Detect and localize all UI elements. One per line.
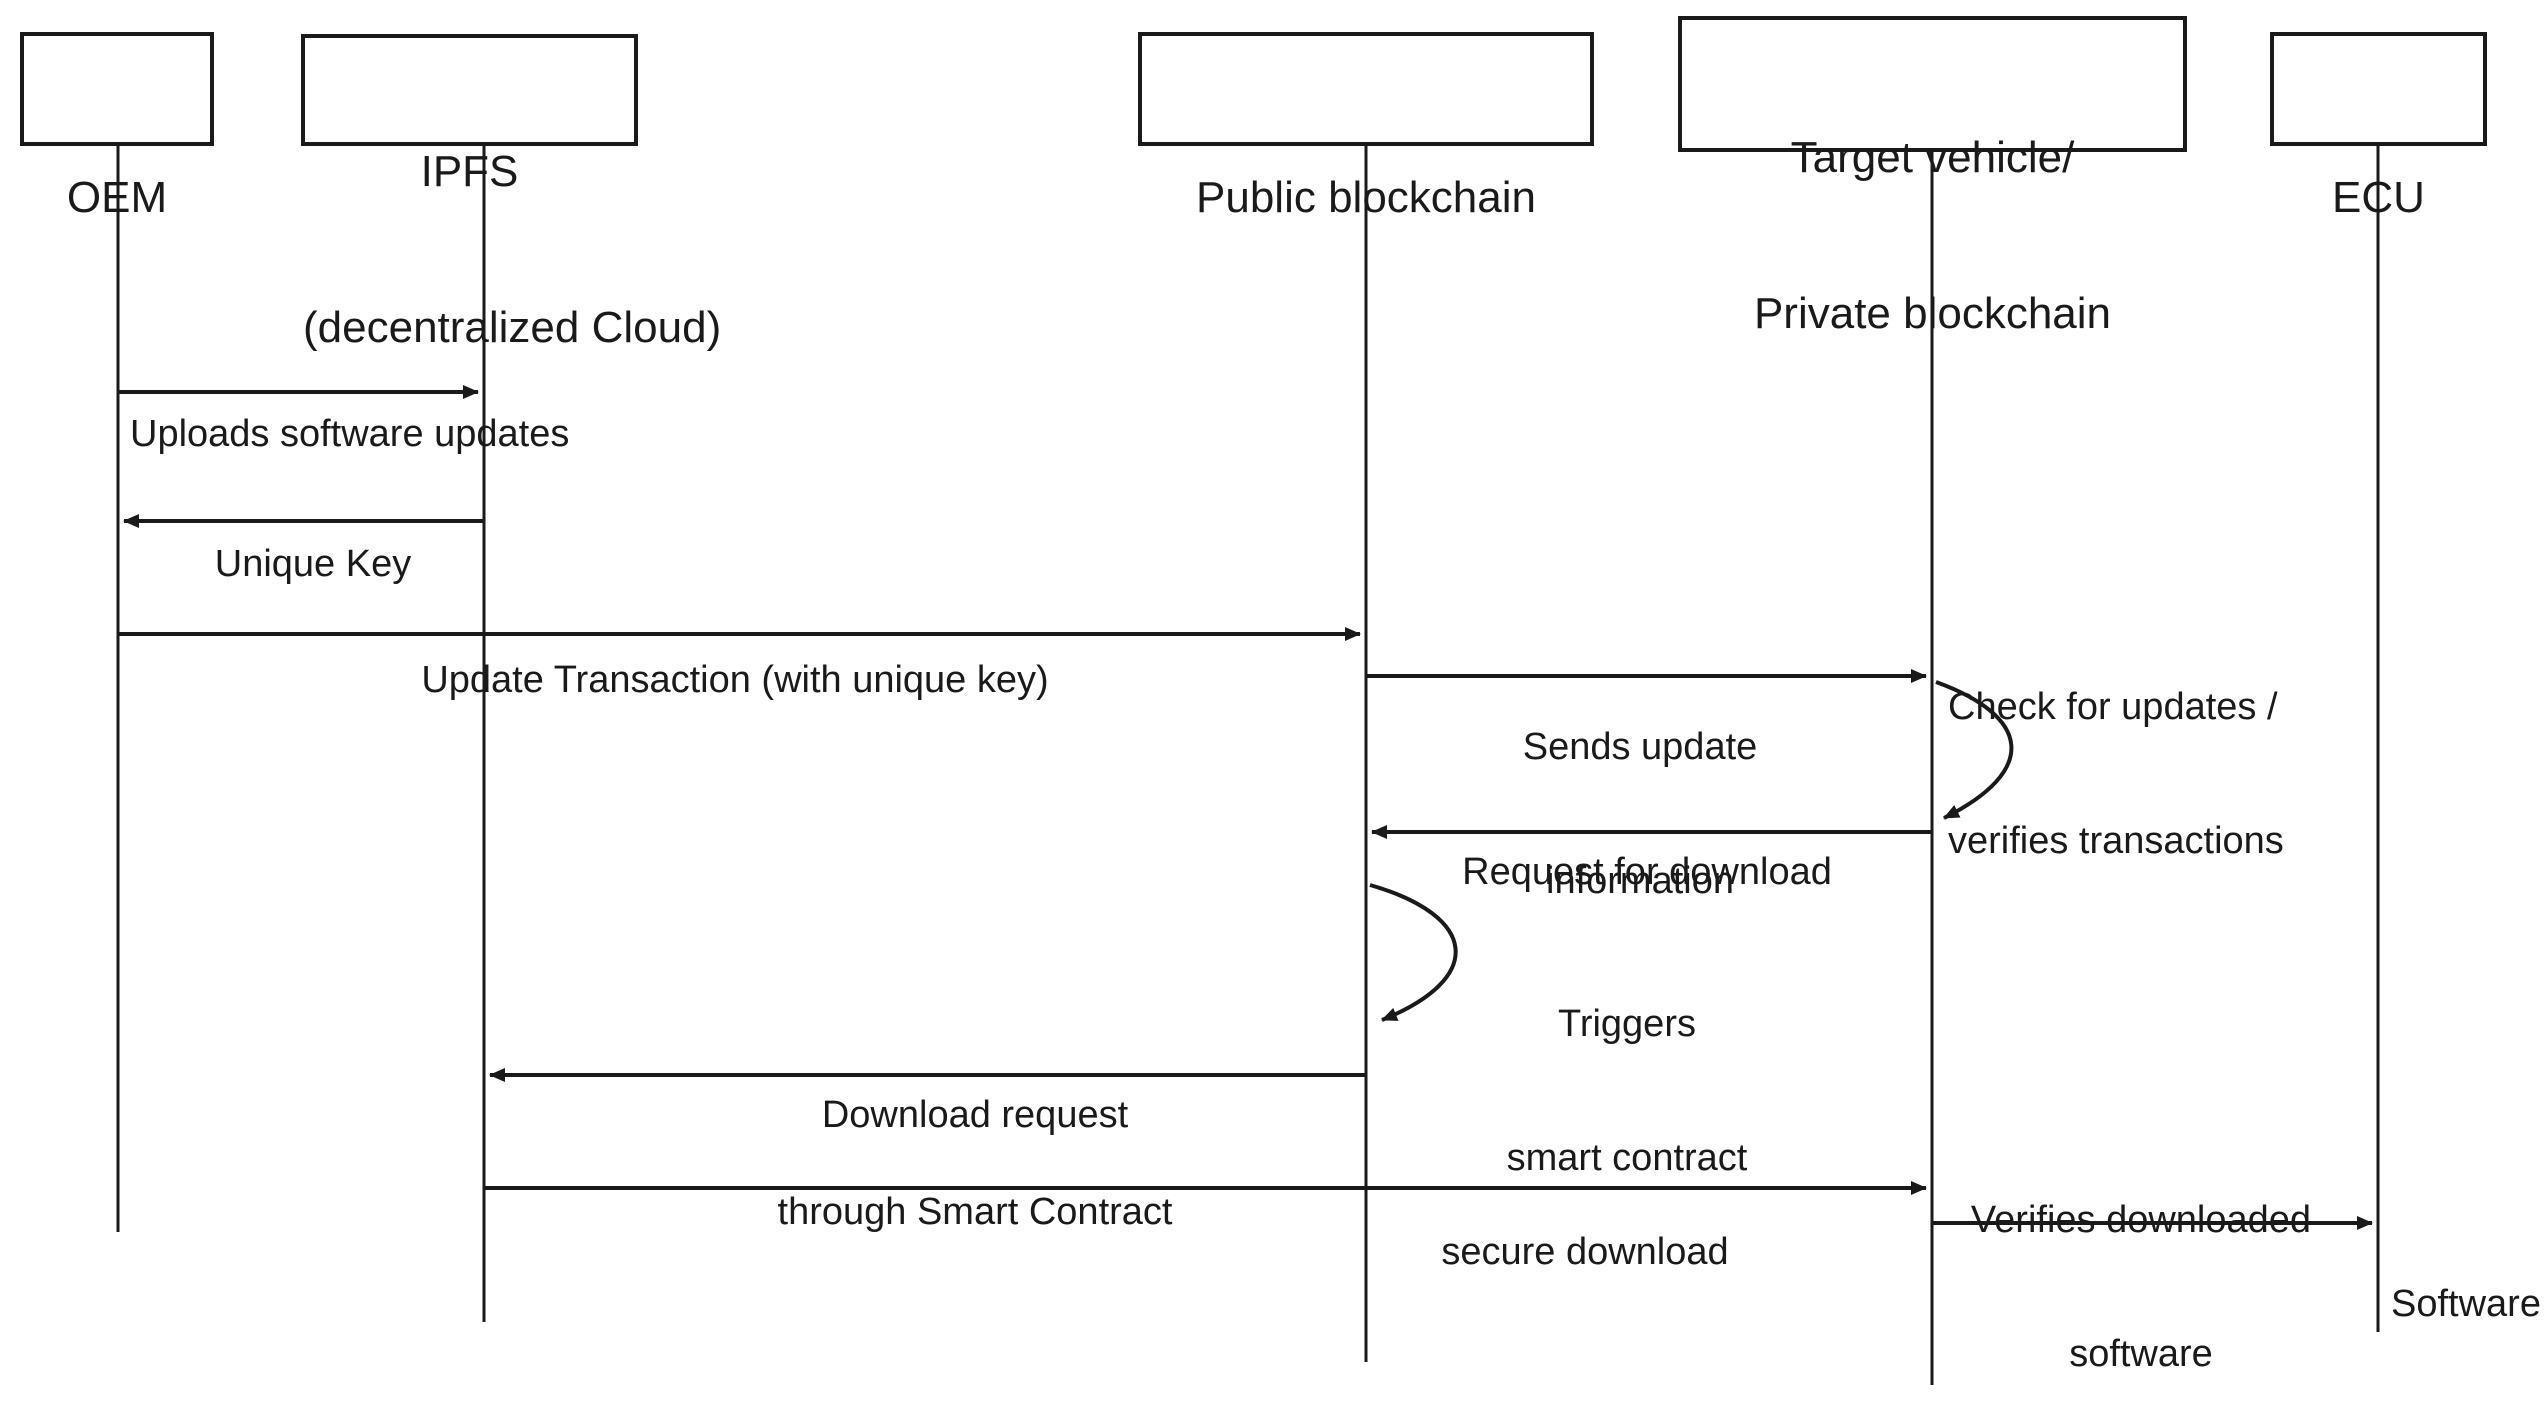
actor-box-ipfs	[301, 34, 638, 146]
message-label-update-transaction: Update Transaction (with unique key)	[300, 568, 1170, 792]
message-label-uploads-software-updates: Uploads software updates	[130, 322, 570, 546]
msg-m4-line1: Sends update	[1522, 725, 1758, 768]
msg-m7-line2: smart contract	[1506, 1137, 1748, 1180]
message-label-through-smart-contract: through Smart Contract	[675, 1100, 1275, 1324]
msg-m8-line2: through Smart Contract	[777, 1190, 1173, 1233]
message-label-secure-download: secure download	[1400, 1140, 1770, 1364]
msg-m5-line1: Check for updates /	[1948, 685, 2278, 728]
message-label-triggers-smart-contract: Triggers smart contract	[1492, 912, 1762, 1271]
actor-ecu-line1: ECU	[2332, 172, 2425, 222]
message-label-software-update: Software Update	[2386, 1192, 2546, 1405]
msg-m7-line1: Triggers	[1558, 1002, 1696, 1045]
actor-label-oem: OEM	[22, 68, 212, 328]
msg-m11-line1: Software	[2391, 1282, 2541, 1325]
message-label-sends-update-information: Sends update information	[1400, 635, 1880, 994]
actor-ipfs-line1: IPFS	[420, 146, 519, 196]
actor-label-ecu: ECU	[2272, 68, 2485, 328]
msg-m1-line1: Uploads software updates	[130, 412, 570, 455]
msg-m2-line1: Unique Key	[214, 542, 412, 585]
self-loop-triggers-smart-contract	[1369, 883, 1458, 1022]
msg-m3-line1: Update Transaction (with unique key)	[421, 658, 1049, 701]
msg-m5-line2: verifies transactions	[1948, 820, 2284, 863]
message-label-download-request: Download request	[675, 1003, 1275, 1227]
actor-label-ipfs: IPFS (decentralized Cloud)	[303, 42, 722, 457]
actor-pubbc-line1: Public blockchain	[1196, 172, 1536, 222]
actor-ipfs-line2: (decentralized Cloud)	[303, 302, 722, 352]
actor-label-pubbc: Public blockchain	[1140, 68, 1592, 328]
msg-m10-line1: Verifies downloaded	[1970, 1198, 2312, 1241]
message-label-check-for-updates: Check for updates / verifies transaction…	[1948, 595, 2388, 954]
actor-vehicle-line2: Private blockchain	[1753, 288, 2112, 338]
msg-m10-line2: software	[2069, 1333, 2213, 1376]
actor-label-vehicle: Target vehicle/ Private blockchain	[1680, 28, 2185, 443]
message-label-verifies-downloaded-software: Verifies downloaded software	[1906, 1108, 2376, 1405]
self-loop-check-for-updates	[1935, 680, 2014, 820]
actor-oem-line1: OEM	[66, 172, 168, 222]
msg-m9-line1: secure download	[1441, 1230, 1729, 1273]
msg-m4-line2: information	[1546, 860, 1734, 903]
msg-m6-line1: Request for download	[1462, 850, 1832, 893]
message-label-unique-key: Unique Key	[148, 452, 478, 676]
actor-vehicle-line1: Target vehicle/	[1790, 132, 2075, 182]
message-label-request-for-download: Request for download	[1412, 760, 1882, 984]
msg-m8-line1: Download request	[821, 1093, 1129, 1136]
